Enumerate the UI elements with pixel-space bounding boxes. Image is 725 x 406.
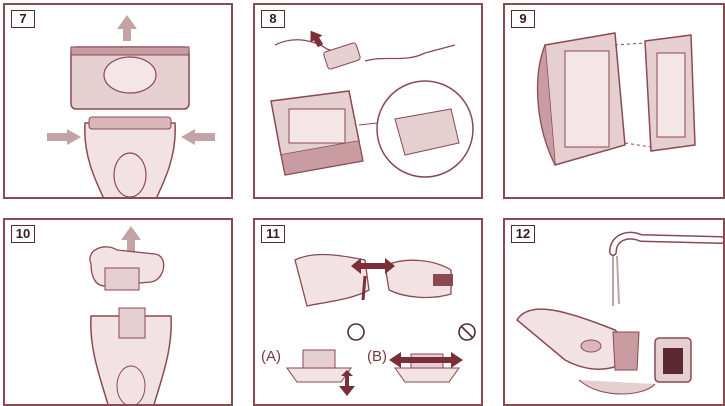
shaver-body <box>85 123 175 199</box>
step-11-panel: 11 (A) (B) <box>253 218 483 406</box>
up-arrow-icon <box>121 226 141 252</box>
prohibited-icon <box>459 324 475 340</box>
frame-separation-illustration <box>505 5 725 199</box>
down-arrow-icon <box>305 27 326 50</box>
up-arrow-icon <box>117 15 137 41</box>
hands-removing-blade-illustration <box>255 5 483 199</box>
head-foil <box>104 57 156 93</box>
ok-circle-icon <box>348 324 364 340</box>
step-7-panel: 7 <box>3 3 233 199</box>
step-12-panel: 12 <box>503 218 725 406</box>
press-arrow-right-icon <box>181 129 215 145</box>
step-10-panel: 10 <box>3 218 233 406</box>
water-rinse-illustration <box>505 220 725 406</box>
press-arrow-left-icon <box>47 129 81 145</box>
step-8-panel: 8 <box>253 3 483 199</box>
blade-unit <box>105 268 139 290</box>
shaver-head-removal-illustration <box>5 5 233 199</box>
step-9-panel: 9 <box>503 3 725 199</box>
blade-lift-illustration <box>5 220 233 406</box>
label-a: (A) <box>261 348 281 365</box>
label-b: (B) <box>367 348 387 365</box>
brush-cleaning-illustration <box>255 220 483 406</box>
